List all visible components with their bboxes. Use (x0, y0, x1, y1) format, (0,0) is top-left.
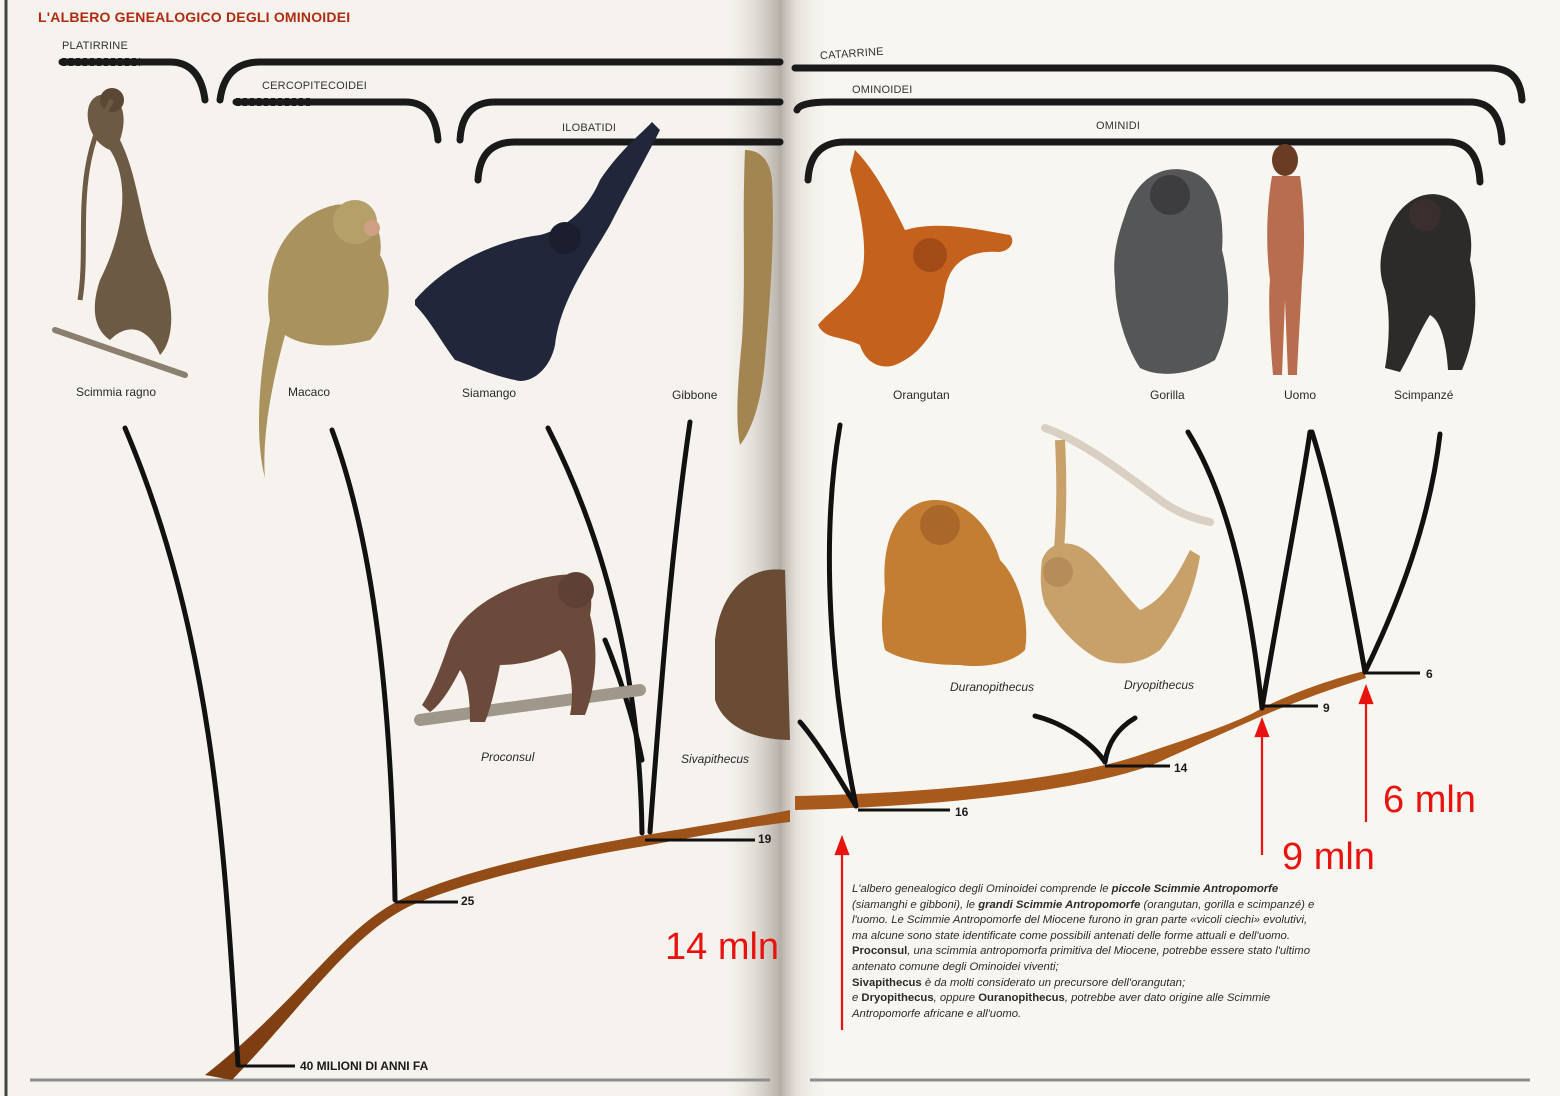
annotation-14-mln: 14 mln (665, 928, 779, 966)
group-label-platirrine: PLATIRRINE (62, 40, 128, 52)
divergence-label-6: 6 (1426, 667, 1433, 681)
species-label-macaco: Macaco (288, 385, 330, 399)
annotation-9-mln: 9 mln (1282, 838, 1375, 876)
caption-text: , una scimmia antropomorfa primitiva del… (852, 945, 1310, 973)
species-label-gorilla: Gorilla (1150, 388, 1185, 402)
fossil-label-duranopithecus: Duranopithecus (950, 680, 1034, 694)
caption-emphasis: grandi Scimmie Antropomorfe (978, 899, 1140, 911)
species-label-uomo: Uomo (1284, 388, 1316, 402)
caption-emphasis: piccole Scimmie Antropomorfe (1112, 883, 1279, 895)
divergence-label-16: 16 (955, 805, 968, 819)
page-title: L'ALBERO GENEALOGICO DEGLI OMINOIDEI (38, 9, 350, 25)
divergence-label-25: 25 (461, 894, 474, 908)
species-label-siamango: Siamango (462, 386, 516, 400)
divergence-label-19: 19 (758, 832, 771, 846)
species-label-orangutan: Orangutan (893, 388, 950, 402)
fossil-label-proconsul: Proconsul (481, 750, 534, 764)
group-label-ominoidei: OMINOIDEI (852, 84, 912, 96)
caption-genus-proconsul: Proconsul (852, 945, 907, 957)
caption-text: L'albero genealogico degli Ominoidei com… (852, 883, 1112, 895)
caption-genus-ouranopithecus: Ouranopithecus (978, 992, 1065, 1004)
caption-genus-sivapithecus: Sivapithecus (852, 977, 922, 989)
caption-text: (siamanghi e gibboni), le (852, 899, 978, 911)
group-label-ominidi: OMINIDI (1096, 120, 1140, 132)
gorilla-illustration (1114, 169, 1228, 374)
caption-text: , oppure (934, 992, 979, 1004)
fossil-label-dryopithecus: Dryopithecus (1124, 678, 1194, 692)
divergence-label-9: 9 (1323, 701, 1330, 715)
divergence-label-40: 40 MILIONI DI ANNI FA (300, 1059, 428, 1073)
group-label-ilobatidi: ILOBATIDI (562, 122, 616, 134)
caption-text: e (852, 992, 861, 1004)
caption-text: è da molti considerato un precursore del… (922, 977, 1185, 989)
group-label-cercopitecoidei: CERCOPITECOIDEI (262, 80, 367, 92)
species-label-scimpanze: Scimpanzé (1394, 388, 1453, 402)
species-label-gibbone: Gibbone (672, 388, 717, 402)
annotation-6-mln: 6 mln (1383, 781, 1476, 819)
figure-caption: L'albero genealogico degli Ominoidei com… (852, 882, 1322, 1022)
caption-genus-dryopithecus: Dryopithecus (861, 992, 933, 1004)
fossil-label-sivapithecus: Sivapithecus (681, 752, 749, 766)
species-label-scimmia-ragno: Scimmia ragno (76, 385, 156, 399)
divergence-label-14: 14 (1174, 761, 1187, 775)
